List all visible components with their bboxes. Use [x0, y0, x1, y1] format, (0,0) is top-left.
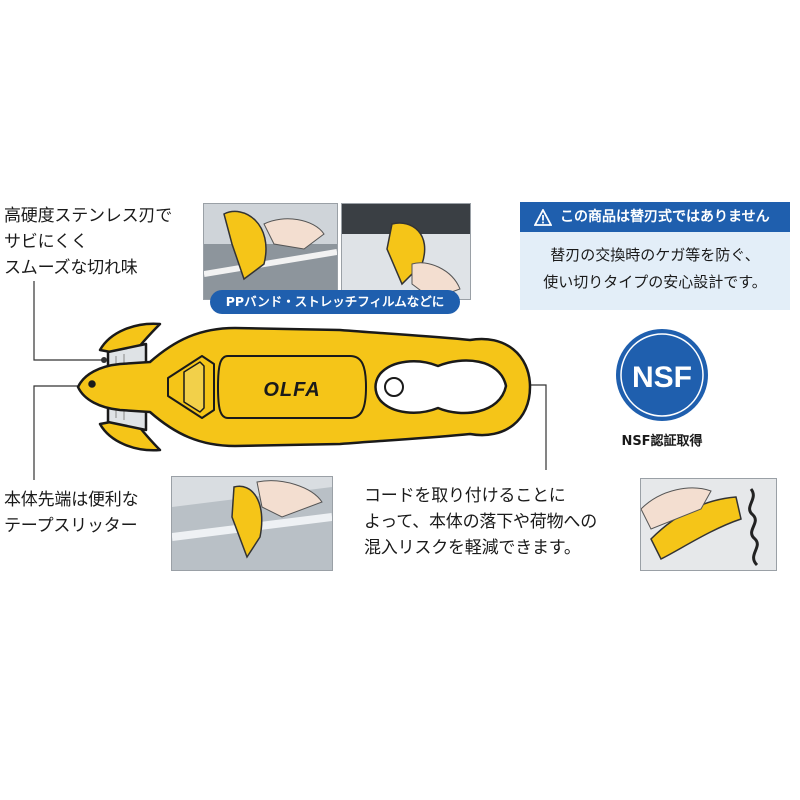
- use-case-badge: PPバンド・ストレッチフィルムなどに: [210, 290, 460, 314]
- notice-text: 替刃の交換時のケガ等を防ぐ、 使い切りタイプの安心設計です。: [543, 246, 767, 291]
- brand-logo: OLFA: [263, 379, 320, 401]
- warning-icon: [533, 208, 553, 226]
- tip-callout: 本体先端は便利な テープスリッター: [4, 490, 139, 536]
- tip-leader-line: [33, 385, 86, 480]
- blade-leader-dot: [101, 357, 107, 363]
- nsf-caption: NSF認証取得: [621, 434, 703, 449]
- pp-band-cutting-photo: [203, 203, 338, 300]
- blade-leader-line: [33, 281, 104, 361]
- notice-header: この商品は替刃式ではありません: [520, 202, 790, 232]
- stretch-film-cutting-photo: [341, 203, 471, 300]
- notice-box: この商品は替刃式ではありません 替刃の交換時のケガ等を防ぐ、 使い切りタイプの安…: [520, 202, 790, 310]
- cord-attached-photo: [640, 478, 777, 571]
- lanyard-hole: [374, 359, 508, 415]
- nsf-logo: NSF: [616, 329, 708, 421]
- tape-slitting-photo: [171, 476, 333, 571]
- cord-callout: コードを取り付けることに よって、本体の落下や荷物への 混入リスクを軽減できます…: [364, 486, 597, 558]
- notice-title: この商品は替刃式ではありません: [560, 209, 770, 225]
- nsf-logo-text: NSF: [632, 361, 692, 394]
- blade-callout: 高硬度ステンレス刃で サビにくく スムーズな切れ味: [4, 206, 172, 278]
